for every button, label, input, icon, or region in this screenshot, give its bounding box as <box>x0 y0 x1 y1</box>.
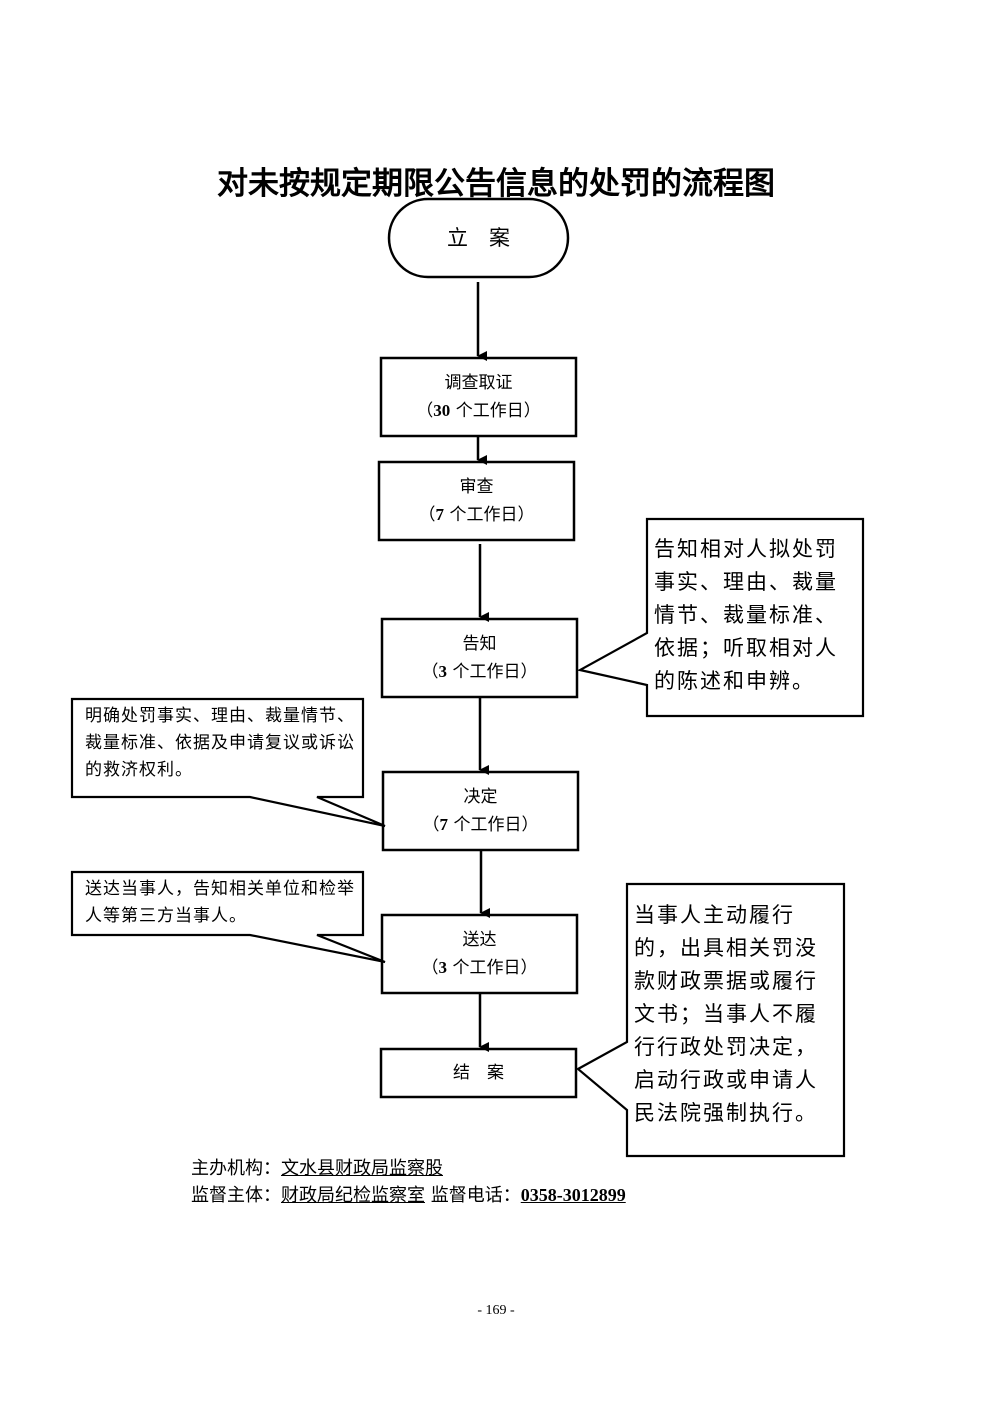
callout-decision-text: 明确处罚事实、理由、裁量情节、裁量标准、依据及申请复议或诉讼的救济权利。 <box>85 706 355 780</box>
start-terminal-shape <box>387 197 570 279</box>
duration-suffix: 个工作日） <box>450 400 541 421</box>
duration-prefix: （ <box>418 504 436 525</box>
supervisor-label: 监督主体： <box>191 1185 281 1206</box>
duration-prefix: （ <box>416 400 434 421</box>
duration-suffix: 个工作日） <box>447 957 538 978</box>
step-box-notify <box>380 617 579 699</box>
organizer-label: 主办机构： <box>191 1158 281 1179</box>
step-duration: （3 个工作日） <box>382 954 577 982</box>
duration-suffix: 个工作日） <box>448 814 539 835</box>
start-label: 立 案 <box>447 225 510 250</box>
step-delivery: 送达 （3 个工作日） <box>382 915 577 993</box>
step-close: 结 案 <box>381 1049 576 1097</box>
step-box-review <box>377 460 576 542</box>
duration-days: 3 <box>438 957 448 977</box>
step-name: 审查 <box>459 476 494 497</box>
callout-closing-shape <box>576 882 846 1158</box>
callout-decision-shape <box>70 697 386 828</box>
duration-prefix: （ <box>421 957 439 978</box>
step-decision: 决定 （7 个工作日） <box>383 772 578 850</box>
step-notify: 告知 （3 个工作日） <box>382 619 577 697</box>
step-duration: （3 个工作日） <box>382 658 577 686</box>
callout-delivery-shape <box>70 870 386 964</box>
step-box-investigate <box>379 356 578 438</box>
duration-prefix: （ <box>421 661 439 682</box>
supervisor-value: 财政局纪检监察室 <box>281 1185 425 1206</box>
step-duration: （7 个工作日） <box>379 501 574 529</box>
step-review: 审查 （7 个工作日） <box>379 462 574 540</box>
callout-notify-text: 告知相对人拟处罚事实、理由、裁量情节、裁量标准、依据；听取相对人的陈述和申辨。 <box>654 537 838 693</box>
callout-delivery-text: 送达当事人，告知相关单位和检举人等第三方当事人。 <box>85 879 355 926</box>
step-duration: （30 个工作日） <box>381 397 576 425</box>
step-investigate: 调查取证 （30 个工作日） <box>381 358 576 436</box>
step-name: 告知 <box>462 633 497 654</box>
step-name: 决定 <box>463 786 498 807</box>
start-terminal: 立 案 <box>389 199 568 277</box>
step-box-close <box>379 1047 578 1099</box>
duration-days: 7 <box>439 814 449 834</box>
duration-suffix: 个工作日） <box>444 504 535 525</box>
phone-value: 0358-3012899 <box>520 1185 626 1205</box>
end-label: 结 案 <box>453 1062 504 1083</box>
callout-closing-text: 当事人主动履行的，出具相关罚没款财政票据或履行文书；当事人不履行行政处罚决定，启… <box>634 903 818 1125</box>
step-duration: （7 个工作日） <box>383 811 578 839</box>
phone-label: 监督电话： <box>430 1185 521 1206</box>
footer-organizer: 主办机构：文水县财政局监察股 <box>191 1156 443 1182</box>
duration-prefix: （ <box>422 814 440 835</box>
duration-days: 7 <box>435 504 445 524</box>
page-title: 对未按规定期限公告信息的处罚的流程图 <box>217 166 775 202</box>
step-name: 送达 <box>462 929 497 950</box>
callout-notify-shape <box>576 517 865 718</box>
footer-supervisor: 监督主体：财政局纪检监察室 监督电话：0358-3012899 <box>191 1182 626 1209</box>
duration-days: 30 <box>433 400 451 420</box>
organizer-value: 文水县财政局监察股 <box>281 1158 443 1179</box>
duration-suffix: 个工作日） <box>447 661 538 682</box>
duration-days: 3 <box>438 661 448 681</box>
step-name: 调查取证 <box>444 372 513 393</box>
page-number: - 169 - <box>477 1303 515 1318</box>
